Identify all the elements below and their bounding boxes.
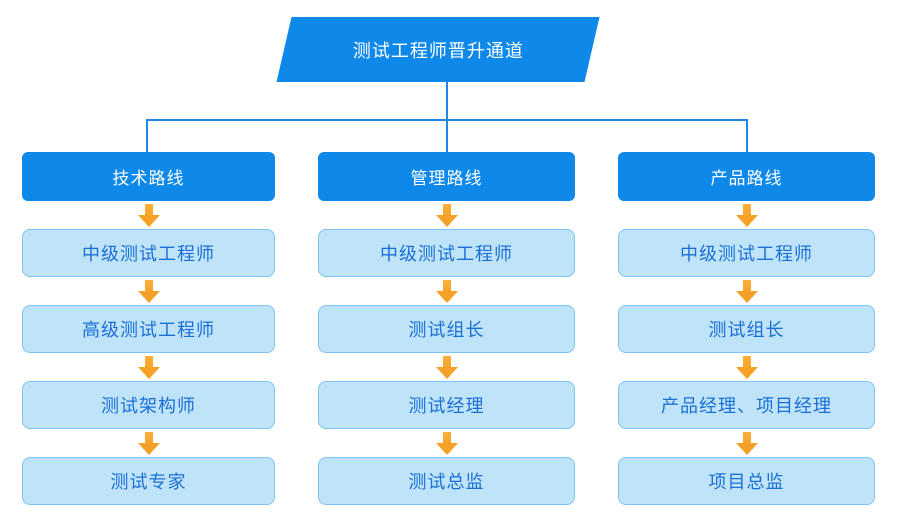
connector-line-left xyxy=(146,119,148,152)
connector-line-center xyxy=(446,82,448,152)
step-label: 测试专家 xyxy=(110,472,187,492)
step-label: 中级测试工程师 xyxy=(680,244,813,264)
arrow-down-icon xyxy=(137,279,161,303)
arrow-down-icon xyxy=(137,203,161,227)
column-technical-route: 技术路线 中级测试工程师 高级测试工程师 测试架构师 测试专家 xyxy=(22,152,275,505)
step-box: 项目总监 xyxy=(618,457,875,505)
step-box: 中级测试工程师 xyxy=(22,229,275,277)
chart-title: 测试工程师晋升通道 xyxy=(352,40,524,61)
step-box: 测试组长 xyxy=(318,305,575,353)
flow-arrow-slot xyxy=(435,201,459,229)
step-box: 测试组长 xyxy=(618,305,875,353)
arrow-down-icon xyxy=(735,431,759,455)
step-label: 中级测试工程师 xyxy=(380,244,513,264)
step-box: 中级测试工程师 xyxy=(318,229,575,277)
arrow-down-icon xyxy=(435,203,459,227)
step-label: 测试组长 xyxy=(408,320,485,340)
step-box: 产品经理、项目经理 xyxy=(618,381,875,429)
step-box: 高级测试工程师 xyxy=(22,305,275,353)
step-label: 中级测试工程师 xyxy=(82,244,215,264)
step-label: 测试总监 xyxy=(408,472,485,492)
flow-arrow-slot xyxy=(735,353,759,381)
step-box: 测试专家 xyxy=(22,457,275,505)
route-header-management: 管理路线 xyxy=(318,152,575,201)
step-label: 项目总监 xyxy=(708,472,785,492)
title-parallelogram: 测试工程师晋升通道 xyxy=(276,17,600,82)
flow-arrow-slot xyxy=(137,429,161,457)
connector-line-right xyxy=(746,119,748,152)
flow-arrow-slot xyxy=(137,277,161,305)
step-box: 测试架构师 xyxy=(22,381,275,429)
arrow-down-icon xyxy=(735,279,759,303)
step-label: 测试经理 xyxy=(408,396,485,416)
flow-arrow-slot xyxy=(435,353,459,381)
arrow-down-icon xyxy=(435,431,459,455)
step-label: 测试架构师 xyxy=(101,396,196,416)
route-header-label: 管理路线 xyxy=(410,169,483,188)
flow-arrow-slot xyxy=(735,277,759,305)
arrow-down-icon xyxy=(735,355,759,379)
flow-arrow-slot xyxy=(735,429,759,457)
flow-arrow-slot xyxy=(435,429,459,457)
flow-arrow-slot xyxy=(435,277,459,305)
route-header-label: 技术路线 xyxy=(112,169,185,188)
arrow-down-icon xyxy=(435,279,459,303)
step-label: 测试组长 xyxy=(708,320,785,340)
step-box: 测试总监 xyxy=(318,457,575,505)
route-header-technical: 技术路线 xyxy=(22,152,275,201)
arrow-down-icon xyxy=(435,355,459,379)
column-product-route: 产品路线 中级测试工程师 测试组长 产品经理、项目经理 项目总监 xyxy=(618,152,875,505)
step-label: 高级测试工程师 xyxy=(82,320,215,340)
flow-arrow-slot xyxy=(137,353,161,381)
flow-arrow-slot xyxy=(735,201,759,229)
arrow-down-icon xyxy=(137,355,161,379)
connector-line-horizontal xyxy=(146,119,748,121)
step-label: 产品经理、项目经理 xyxy=(661,396,832,416)
flow-arrow-slot xyxy=(137,201,161,229)
step-box: 中级测试工程师 xyxy=(618,229,875,277)
step-box: 测试经理 xyxy=(318,381,575,429)
arrow-down-icon xyxy=(735,203,759,227)
column-management-route: 管理路线 中级测试工程师 测试组长 测试经理 测试总监 xyxy=(318,152,575,505)
route-header-product: 产品路线 xyxy=(618,152,875,201)
arrow-down-icon xyxy=(137,431,161,455)
route-header-label: 产品路线 xyxy=(710,169,783,188)
